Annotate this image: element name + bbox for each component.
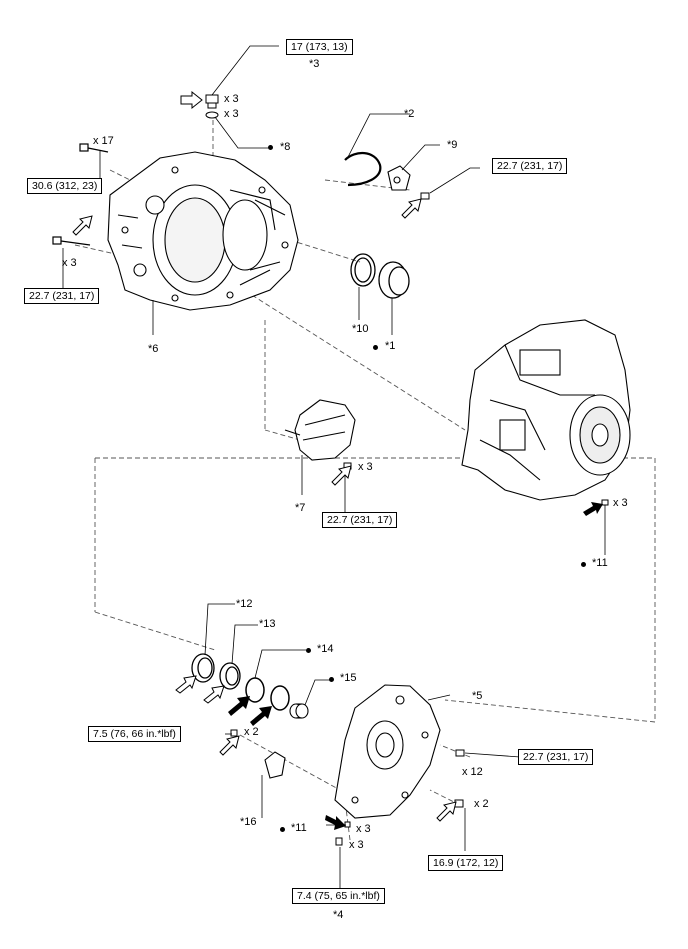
drain-plug-3 (205, 94, 219, 109)
qty-cover-bolt-x2: x 2 (474, 798, 489, 810)
callout-13: *13 (259, 618, 276, 630)
oil-receiver-7 (284, 399, 356, 461)
arrows (72, 90, 603, 830)
callout-3: *3 (309, 58, 320, 70)
callout-11-top: *11 (592, 557, 608, 569)
torque-box-small-bolt: 7.5 (76, 66 in.*lbf) (88, 726, 181, 742)
bearing-race-1 (378, 261, 410, 299)
small-bolts-lower (230, 499, 609, 846)
torque-box-plug: 17 (173, 13) (286, 39, 353, 55)
qty-bolt-left: x 3 (62, 257, 77, 269)
torque-box-bottom-bolt: 7.4 (75, 65 in.*lbf) (292, 888, 385, 904)
callout-1: *1 (385, 340, 396, 352)
callout-11-bottom: *11 (291, 822, 307, 834)
marker-dot-14 (306, 648, 311, 653)
torque-box-bracket-bolt: 22.7 (231, 17) (492, 158, 568, 174)
callout-5: *5 (472, 690, 483, 702)
torque-box-receiver-bolt: 22.7 (231, 17) (322, 512, 398, 528)
marker-dot-11-top (581, 562, 586, 567)
callout-7: *7 (295, 502, 306, 514)
torque-box-cover-bolt-x2: 16.9 (172, 12) (428, 855, 504, 871)
callout-8: *8 (280, 141, 291, 153)
callout-2: *2 (404, 108, 415, 120)
transaxle-assembly (461, 319, 631, 501)
transaxle-housing (107, 151, 299, 311)
bushing-15 (289, 703, 309, 719)
leader-lines (62, 45, 606, 888)
callout-6: *6 (148, 343, 159, 355)
torque-box-bolt-x3-left: 22.7 (231, 17) (24, 288, 100, 304)
marker-dot-8 (268, 145, 273, 150)
callout-9: *9 (447, 139, 458, 151)
bolt-x17 (79, 143, 109, 153)
callout-16: *16 (240, 816, 257, 828)
bolt-9 (420, 192, 430, 200)
bracket-9 (387, 165, 411, 191)
callout-12: *12 (236, 598, 253, 610)
qty-small-bolt: x 2 (244, 726, 259, 738)
marker-dot-11-bottom (280, 827, 285, 832)
seal-ring-10 (350, 253, 376, 287)
qty-cover-bolts: x 12 (462, 766, 483, 778)
oil-seal-13 (219, 662, 241, 690)
bracket-16 (264, 751, 286, 779)
oil-pipe-2 (344, 152, 382, 187)
torque-box-bolt-x17: 30.6 (312, 23) (27, 178, 103, 194)
qty-plug-bottom: x 3 (356, 823, 371, 835)
callout-4: *4 (333, 909, 344, 921)
marker-dot-1 (373, 345, 378, 350)
qty-receiver-bolt: x 3 (358, 461, 373, 473)
oil-seal-12 (191, 653, 215, 683)
callout-15: *15 (340, 672, 357, 684)
qty-plug: x 3 (224, 93, 239, 105)
qty-plug-right: x 3 (613, 497, 628, 509)
transfer-cover-5 (334, 684, 441, 819)
qty-gasket: x 3 (224, 108, 239, 120)
o-rings-14 (245, 677, 290, 711)
callout-14: *14 (317, 643, 334, 655)
marker-dot-15 (329, 677, 334, 682)
bolt-x3-left (52, 236, 91, 246)
gasket-8 (205, 111, 219, 119)
callout-10: *10 (352, 323, 369, 335)
torque-box-cover-bolt-x12: 22.7 (231, 17) (518, 749, 594, 765)
qty-bolt-17: x 17 (93, 135, 114, 147)
qty-bottom-bolt: x 3 (349, 839, 364, 851)
